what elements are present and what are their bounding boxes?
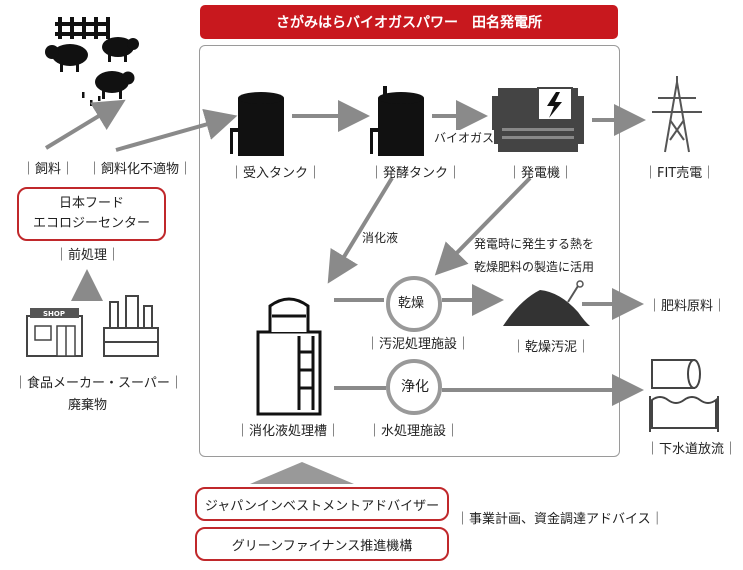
unsuitable-label: ｜飼料化不適物｜ <box>88 162 193 177</box>
heat-usage-line2: 乾燥肥料の製造に活用 <box>474 260 595 274</box>
advisor-box: ジャパンインベストメントアドバイザー <box>195 487 449 521</box>
eco-center-line1: 日本フード <box>58 196 124 211</box>
digestate-tank-icon <box>256 297 322 416</box>
receiving-tank-icon <box>230 92 284 156</box>
sludge-facility-label: ｜汚泥処理施設｜ <box>366 337 471 352</box>
power-tower-icon <box>652 76 702 153</box>
dried-sludge-label: ｜乾燥汚泥｜ <box>512 340 591 355</box>
generator-label: ｜発電機｜ <box>508 166 574 181</box>
pretreatment-label: ｜前処理｜ <box>55 248 121 263</box>
sewer-discharge-label: ｜下水道放流｜ <box>646 442 738 457</box>
fertilizer-label: ｜肥料原料｜ <box>648 299 727 314</box>
sewer-pipe-icon <box>649 359 719 432</box>
pig-farm-icon <box>45 17 139 106</box>
drying-circle <box>386 276 442 332</box>
eco-center-box: 日本フード エコロジーセンター <box>17 187 166 241</box>
fit-sale-label: ｜FIT売電｜ <box>644 166 716 181</box>
sludge-pile-icon <box>503 280 590 326</box>
digestate-label: 消化液 <box>362 231 399 245</box>
water-facility-label: ｜水処理施設｜ <box>368 424 460 439</box>
arrow-unsuitable-to-tank <box>115 108 238 152</box>
drying-circle-label: 乾燥 <box>398 296 425 311</box>
arrow-feed-to-farm <box>44 99 126 150</box>
fund-label: グリーンファイナンス推進機構 <box>231 538 413 554</box>
receiving-tank-label: ｜受入タンク｜ <box>230 166 322 181</box>
advice-label: ｜事業計画、資金調達アドバイス｜ <box>456 512 664 527</box>
arrow-heat-to-drying <box>434 176 532 276</box>
eco-center-line2: エコロジーセンター <box>32 216 150 231</box>
fermentation-tank-icon <box>370 86 424 156</box>
plant-title-banner: さがみはらバイオガスパワー 田名発電所 <box>200 5 618 39</box>
plant-boundary-frame <box>199 45 620 457</box>
shop-icon <box>26 308 83 357</box>
biogas-label: バイオガス <box>434 130 495 146</box>
flow-arrows <box>44 99 646 406</box>
digestate-tank-label: ｜消化液処理槽｜ <box>236 424 341 439</box>
generator-icon <box>492 87 584 152</box>
shop-sign-text: SHOP <box>43 310 65 318</box>
purify-circle-label: 浄化 <box>401 379 429 395</box>
advisor-label: ジャパンインベストメントアドバイザー <box>204 498 440 514</box>
arrow-fermentation-to-digestate <box>327 176 394 284</box>
purify-circle <box>386 359 442 415</box>
fund-box: グリーンファイナンス推進機構 <box>195 527 449 561</box>
heat-usage-line1: 発電時に発生する熱を <box>474 237 595 251</box>
support-triangle <box>250 462 354 484</box>
food-waste-line2: 廃棄物 <box>68 398 108 413</box>
food-waste-line1: ｜食品メーカー・スーパー｜ <box>14 376 183 391</box>
fermentation-tank-label: ｜発酵タンク｜ <box>370 166 462 181</box>
feed-label: ｜飼料｜ <box>22 162 75 177</box>
factory-icon <box>103 295 159 357</box>
